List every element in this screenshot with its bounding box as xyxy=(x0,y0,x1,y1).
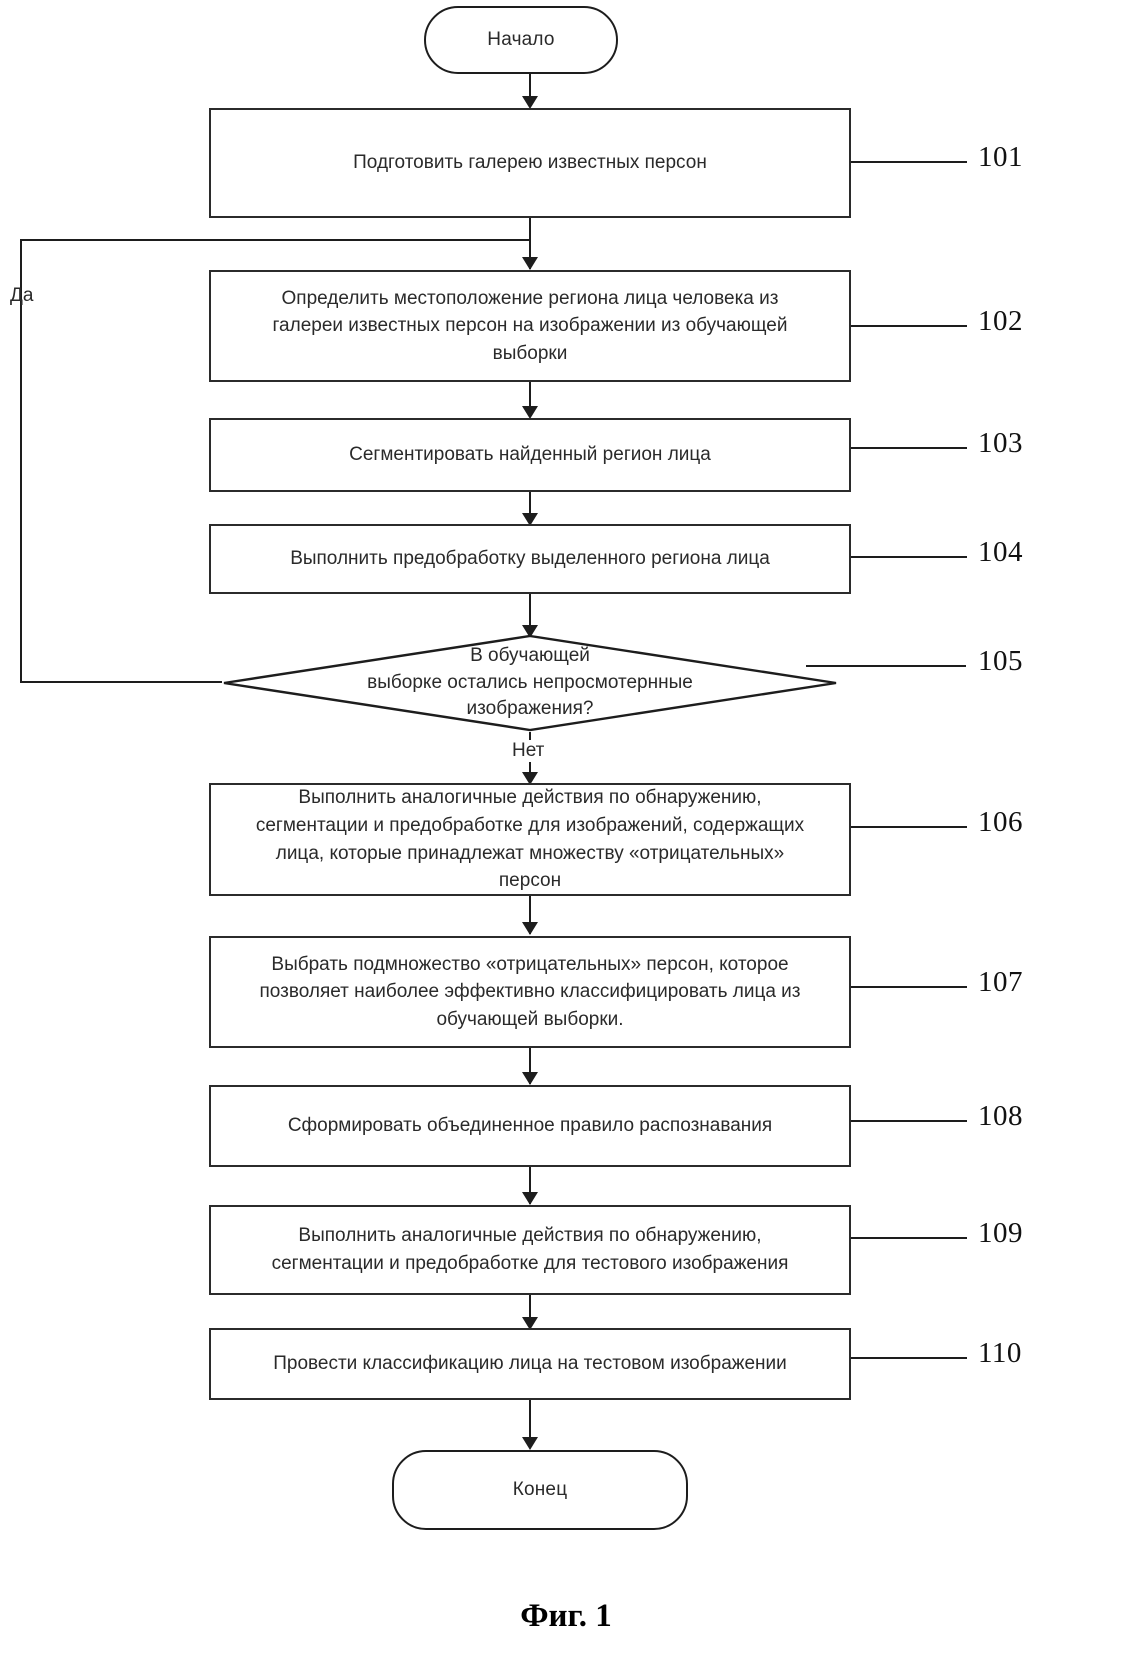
node-102-text: Определить местоположение региона лица ч… xyxy=(272,287,788,364)
node-109-text: Выполнить аналогичные действия по обнару… xyxy=(271,1225,789,1274)
leader-103 xyxy=(851,447,967,449)
node-110-text: Провести классификацию лица на тестовом … xyxy=(273,1353,787,1375)
arrowhead-106 xyxy=(522,772,538,785)
connector-102-to-103 xyxy=(529,382,531,417)
node-103-text: Сегментировать найденный регион лица xyxy=(349,444,711,466)
arrowhead-end xyxy=(522,1437,538,1450)
arrowhead-109 xyxy=(522,1192,538,1205)
node-end: Конец xyxy=(392,1450,688,1530)
branch-label-yes: Да xyxy=(10,285,34,306)
loop-yes-horizontal-top xyxy=(20,239,530,241)
node-104-text: Выполнить предобработку выделенного реги… xyxy=(290,548,770,570)
connector-107-to-108 xyxy=(529,1048,531,1084)
node-107: Выбрать подмножество «отрицательных» пер… xyxy=(209,936,851,1048)
reflabel-109: 109 xyxy=(978,1217,1023,1249)
connector-start-to-101 xyxy=(529,74,531,106)
arrowhead-104 xyxy=(522,513,538,526)
branch-label-no: Нет xyxy=(508,740,549,762)
node-105: В обучающей выборке остались непросмотер… xyxy=(222,634,838,732)
leader-108 xyxy=(851,1120,967,1122)
node-101: Подготовить галерею известных персон xyxy=(209,108,851,218)
node-103: Сегментировать найденный регион лица xyxy=(209,418,851,492)
arrowhead-103 xyxy=(522,406,538,419)
leader-105 xyxy=(806,665,966,667)
node-104: Выполнить предобработку выделенного реги… xyxy=(209,524,851,594)
reflabel-105: 105 xyxy=(978,645,1023,677)
node-102: Определить местоположение региона лица ч… xyxy=(209,270,851,382)
reflabel-107: 107 xyxy=(978,966,1023,998)
figure-caption: Фиг. 1 xyxy=(520,1598,612,1634)
reflabel-101: 101 xyxy=(978,141,1023,173)
node-108: Сформировать объединенное правило распоз… xyxy=(209,1085,851,1167)
reflabel-106: 106 xyxy=(978,806,1023,838)
loop-yes-horizontal-bottom xyxy=(20,681,222,683)
connector-110-to-end xyxy=(529,1400,531,1447)
reflabel-103: 103 xyxy=(978,427,1023,459)
node-start: Начало xyxy=(424,6,618,74)
connector-104-to-105 xyxy=(529,594,531,636)
leader-101 xyxy=(851,161,967,163)
reflabel-104: 104 xyxy=(978,536,1023,568)
node-107-text: Выбрать подмножество «отрицательных» пер… xyxy=(259,953,801,1030)
arrowhead-105 xyxy=(522,625,538,638)
node-106-text: Выполнить аналогичные действия по обнару… xyxy=(255,787,805,892)
arrowhead-101 xyxy=(522,96,538,109)
node-end-label: Конец xyxy=(512,1479,568,1500)
reflabel-110: 110 xyxy=(978,1337,1022,1369)
arrowhead-110 xyxy=(522,1317,538,1330)
leader-106 xyxy=(851,826,967,828)
connector-106-to-107 xyxy=(529,896,531,934)
connector-103-to-104 xyxy=(529,492,531,522)
node-106: Выполнить аналогичные действия по обнару… xyxy=(209,783,851,896)
loop-yes-vertical xyxy=(20,239,22,683)
node-101-text: Подготовить галерею известных персон xyxy=(353,152,707,174)
node-start-label: Начало xyxy=(487,29,555,50)
arrowhead-108 xyxy=(522,1072,538,1085)
connector-108-to-109 xyxy=(529,1167,531,1204)
leader-104 xyxy=(851,556,967,558)
node-109: Выполнить аналогичные действия по обнару… xyxy=(209,1205,851,1295)
leader-102 xyxy=(851,325,967,327)
arrowhead-107 xyxy=(522,922,538,935)
node-108-text: Сформировать объединенное правило распоз… xyxy=(287,1115,773,1137)
node-110: Провести классификацию лица на тестовом … xyxy=(209,1328,851,1400)
leader-110 xyxy=(851,1357,967,1359)
connector-109-to-110 xyxy=(529,1295,531,1327)
loop-yes-entry-stub xyxy=(529,239,531,269)
diamond-shape xyxy=(223,634,837,732)
reflabel-102: 102 xyxy=(978,305,1023,337)
leader-107 xyxy=(851,986,967,988)
reflabel-108: 108 xyxy=(978,1100,1023,1132)
leader-109 xyxy=(851,1237,967,1239)
